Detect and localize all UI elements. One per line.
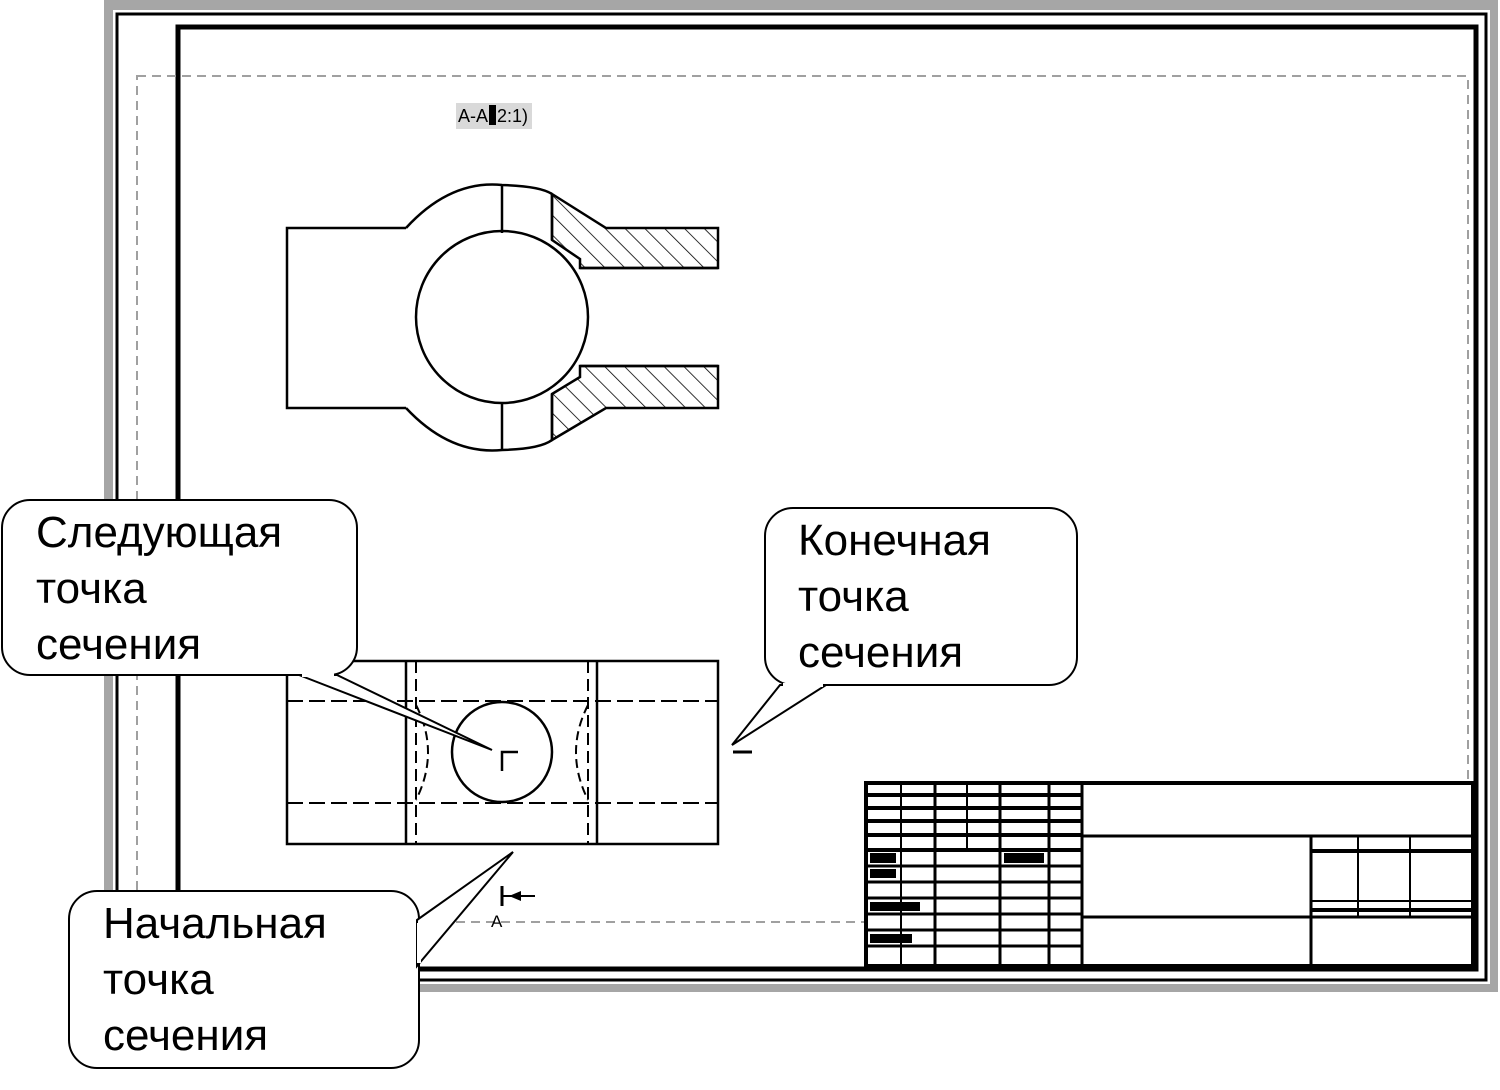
callout-next-point-text: Следующая точка сечения	[36, 508, 283, 669]
text-cursor	[489, 105, 497, 125]
section-label-scale: 2:1)	[497, 106, 529, 126]
section-view-label[interactable]: A-A 2:1)	[456, 103, 533, 129]
callout-end-point	[731, 507, 1078, 746]
section-label-prefix: A-A	[458, 106, 489, 126]
section-view-a-a[interactable]	[285, 183, 720, 452]
callout-next-point	[1, 499, 493, 751]
title-block[interactable]	[864, 781, 1475, 968]
callout-start-point	[68, 851, 514, 1069]
callout-start-point-text: Начальная точка сечения	[103, 899, 327, 1060]
section-arrow-letter: A	[491, 912, 503, 931]
callout-end-point-text: Конечная точка сечения	[798, 516, 991, 677]
